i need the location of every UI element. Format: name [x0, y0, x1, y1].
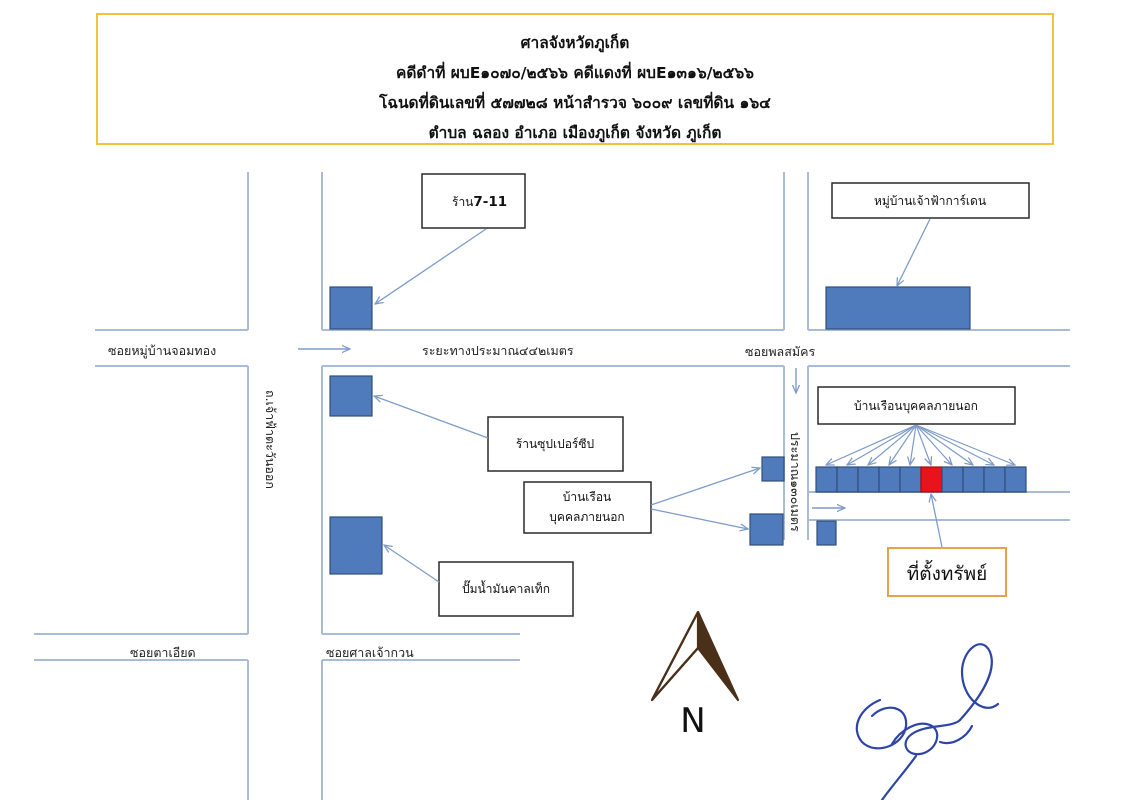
pointer-arrow — [374, 396, 489, 439]
case-numbers: คดีดำที่ ผบE๑๐๗๐/๒๕๖๖ คดีแดงที่ ผบE๑๓๑๖/… — [395, 64, 754, 82]
pointer-arrow — [650, 508, 748, 529]
building-gas-station — [329, 516, 383, 575]
building-seven-eleven — [329, 286, 373, 330]
building-house-corner — [816, 520, 837, 546]
label-box-gas-station — [438, 561, 574, 617]
pointer-arrow — [375, 228, 487, 304]
building-house-small-top — [761, 456, 785, 482]
building-supermarket — [329, 375, 373, 417]
pointer-arrow — [931, 494, 943, 548]
pointer-arrow — [915, 424, 994, 465]
building-chaofa-garden — [825, 286, 971, 330]
pointer-arrow — [915, 424, 952, 465]
label-box-supermarket — [487, 416, 624, 472]
pointer-arrow — [847, 424, 917, 465]
label-outsider-houses-2: บุคคลภายนอก — [549, 510, 624, 525]
fan-arrows — [826, 424, 1015, 465]
property-parcel — [920, 466, 943, 493]
pointer-arrow — [868, 424, 917, 465]
court-name: ศาลจังหวัดภูเก็ต — [520, 34, 630, 52]
label-outsider-houses-1: บ้านเรือน — [563, 490, 612, 504]
pointer-arrow — [889, 424, 917, 465]
road-label-distance-main: ระยะทางประมาณ๔๔๒เมตร — [422, 343, 574, 358]
house — [983, 466, 1006, 493]
house — [857, 466, 880, 493]
house — [1004, 466, 1027, 493]
road-label-soi-mooban-chomthong: ซอยหมู่บ้านจอมทอง — [108, 343, 216, 359]
label-box-outsider-houses-right — [817, 386, 1016, 425]
north-arrow-icon — [650, 610, 740, 702]
pointer-arrow — [915, 424, 973, 465]
label-chaofa-garden: หมู่บ้านเจ้าฟ้าการ์เดน — [874, 194, 986, 209]
signature-icon — [855, 643, 1000, 800]
pointer-arrow — [650, 468, 760, 506]
pointer-arrow — [910, 424, 917, 465]
house — [962, 466, 985, 493]
building-house-small-bottom — [749, 513, 784, 546]
road-label-chaofa-road: ถ.เจ้าฟ้าตะวันออก — [263, 390, 278, 489]
pointer-arrow — [897, 218, 931, 286]
pointer-arrow — [915, 424, 1015, 465]
label-box-seven-eleven — [421, 173, 526, 229]
house — [899, 466, 922, 493]
label-property: ที่ตั้งทรัพย์ — [907, 560, 988, 585]
location-info: ตำบล ฉลอง อำเภอ เมืองภูเก็ต จังหวัด ภูเก… — [428, 124, 722, 142]
pointer-arrow — [826, 424, 917, 465]
house — [815, 466, 838, 493]
house — [941, 466, 964, 493]
label-box-chaofa-garden — [831, 182, 1030, 219]
road-label-distance-side: ประมาณ๑๓๐เมตร — [788, 432, 803, 532]
title-block: ศาลจังหวัดภูเก็ต คดีดำที่ ผบE๑๐๗๐/๒๕๖๖ ค… — [96, 13, 1054, 145]
road-label-soi-ta-iad: ซอยตาเอียด — [130, 645, 196, 660]
deed-info: โฉนดที่ดินเลขที่ ๕๗๗๒๘ หน้าสำรวจ ๖๐๐๙ เล… — [379, 94, 771, 112]
pointer-arrow — [915, 424, 931, 465]
label-seven-eleven: ร้าน7-11 — [452, 194, 507, 210]
house — [836, 466, 859, 493]
house-row — [815, 466, 1027, 493]
pointer-arrow — [384, 545, 440, 583]
label-outsider-houses-right: บ้านเรือนบุคคลภายนอก — [854, 399, 978, 414]
road-label-soi-sanchao-kuan: ซอยศาลเจ้ากวน — [326, 645, 414, 660]
label-box-outsider-houses — [523, 481, 652, 534]
label-supermarket: ร้านซุปเปอร์ซีป — [516, 437, 594, 452]
label-gas-station: ปั๊มน้ำมันคาลเท็ก — [462, 580, 550, 596]
road-label-soi-phonsamak: ซอยพลสมัคร — [745, 344, 815, 359]
house — [878, 466, 901, 493]
label-box-property — [887, 547, 1007, 597]
north-label: N — [680, 701, 705, 741]
road-edges — [34, 172, 1070, 800]
